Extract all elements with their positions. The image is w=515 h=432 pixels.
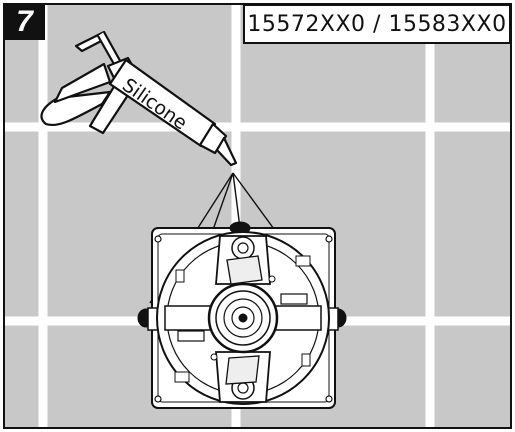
thermostat-body-icon (137, 221, 347, 409)
step-number-badge: 7 (4, 4, 45, 40)
caulk-gun-icon (40, 30, 238, 167)
model-number-label: 15572XX0 / 15583XX0 (243, 4, 511, 44)
